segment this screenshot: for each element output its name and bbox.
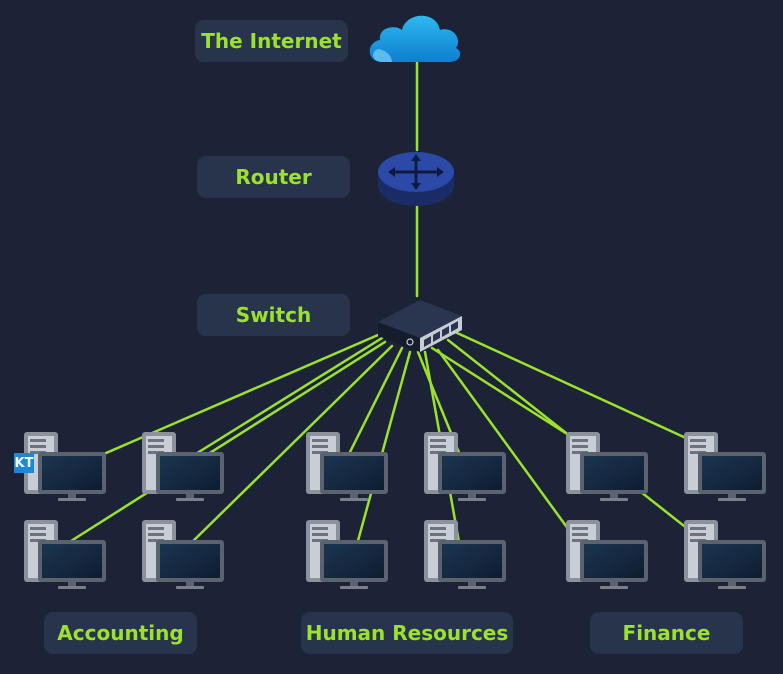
link-fin-2 [436,348,584,550]
computer-fin-2 [684,432,766,501]
computer-acct-3 [24,520,106,589]
kt-badge: KT [14,453,34,473]
human-resources-label: Human Resources [301,612,513,654]
link-fin-3 [453,330,714,452]
computer-acct-2 [142,432,224,501]
switch-icon [378,300,462,352]
computer-hr-2 [424,432,506,501]
cloud-icon [369,15,461,62]
computer-hr-4 [424,520,506,589]
computer-hr-1 [306,432,388,501]
switch-label: Switch [197,294,350,336]
link-hr-1 [344,346,404,462]
computer-acct-4 [142,520,224,589]
computer-fin-3 [566,520,648,589]
link-acct-3 [58,340,387,550]
finance-label: Finance [590,612,743,654]
link-hr-2 [354,350,412,550]
computer-hr-3 [306,520,388,589]
link-acct-2 [184,336,384,462]
internet-label: The Internet [195,20,348,62]
computers [24,432,766,589]
router-label: Router [197,156,350,198]
router-icon [378,152,454,206]
link-acct-4 [184,344,394,550]
link-acct-1 [88,333,380,462]
computer-acct-1 [24,432,106,501]
computer-fin-4 [684,520,766,589]
computer-fin-1 [566,432,648,501]
accounting-label: Accounting [44,612,197,654]
